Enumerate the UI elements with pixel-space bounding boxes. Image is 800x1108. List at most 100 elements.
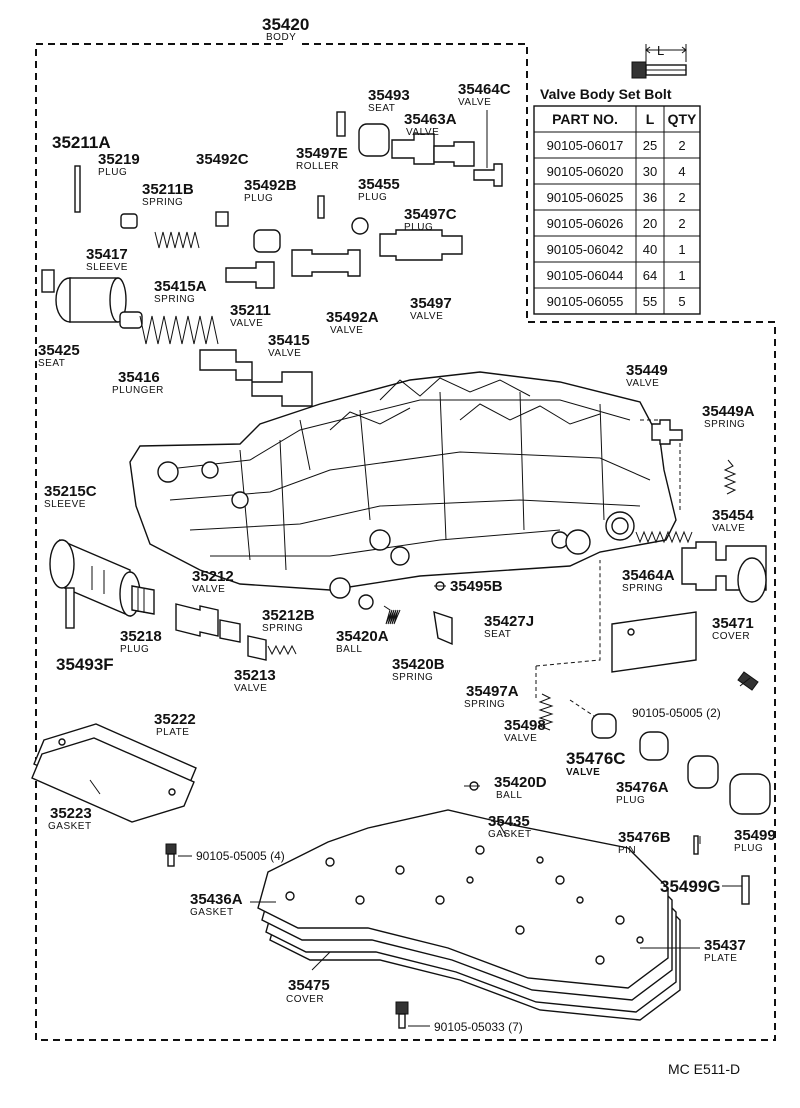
lower-parts-illustration [31,538,479,1029]
label-35476b: 35476B [618,829,671,846]
bolt-table-cell: 55 [643,294,657,309]
leader-lines [89,585,751,1027]
caption-35455: PLUG [358,192,387,203]
label-35493: 35493 [368,87,410,104]
valve-body-casting [129,371,677,599]
body-part-caption: BODY [266,32,296,43]
bolt-table-cell: 90105-06020 [547,164,624,179]
bolt-table-cell: 64 [643,268,657,283]
label-35476a: 35476A [616,779,669,796]
bolt-table-cell: 36 [643,190,657,205]
caption-35435: GASKET [488,829,532,840]
caption-35449a: SPRING [704,419,745,430]
label-35497e: 35497E [296,145,348,162]
bolt-table-cell: 1 [678,242,685,257]
label-35435: 35435 [488,813,530,830]
label-35219: 35219 [98,151,140,168]
bolt-table-cell: 4 [678,164,685,179]
label-35213: 35213 [234,667,276,684]
caption-35476a: PLUG [616,795,645,806]
body-part-number: 35420 [262,15,309,34]
caption-35463a: VALVE [406,127,439,138]
caption-35425: SEAT [38,358,65,369]
bolt-table-cell: 30 [643,164,657,179]
upper-parts-illustration [41,110,503,407]
label-35427j: 35427J [484,613,534,630]
bolt-dimension-label: L [657,43,664,58]
caption-35497: VALVE [410,311,443,322]
bolt-table-cell: 90105-06044 [547,268,624,283]
label-90105-05005-2: 90105-05005 (2) [632,706,721,720]
part-labels: 35493 SEAT 35464C VALVE 35463A VALVE 352… [38,81,776,1034]
caption-35420a: BALL [336,644,362,655]
label-35499g: 35499G [660,877,721,896]
caption-35464a: SPRING [622,583,663,594]
label-35464a: 35464A [622,567,675,584]
caption-35222: PLATE [156,727,189,738]
caption-35497e: ROLLER [296,161,339,172]
label-35449: 35449 [626,362,668,379]
caption-35493: SEAT [368,103,395,114]
label-35415a: 35415A [154,278,207,295]
caption-35499: PLUG [734,843,763,854]
caption-35464c: VALVE [458,97,491,108]
label-35499: 35499 [734,827,776,844]
bolt-table-cell: 90105-06055 [547,294,624,309]
bolt-table-header: L [646,111,655,127]
caption-35420b: SPRING [392,672,433,683]
label-90105-05033-7: 90105-05033 (7) [434,1020,523,1034]
bolt-table-cell: 1 [678,268,685,283]
label-35211a: 35211A [52,133,111,152]
label-35463a: 35463A [404,111,457,128]
caption-35497c: PLUG [404,222,433,233]
caption-35492a: VALVE [330,325,363,336]
bolt-table-cell: 90105-06017 [547,138,624,153]
label-35449a: 35449A [702,403,755,420]
bolt-table-cell: 2 [678,138,685,153]
caption-35223: GASKET [48,821,92,832]
bolt-table-cell: 90105-06026 [547,216,624,231]
label-35415: 35415 [268,332,310,349]
bolt-table-cell: 2 [678,190,685,205]
bolt-table-cell: 2 [678,216,685,231]
spring-35211b [154,231,200,249]
label-35218: 35218 [120,628,162,645]
label-35212b: 35212B [262,607,315,624]
caption-35211: VALVE [230,318,263,329]
caption-35218: PLUG [120,644,149,655]
caption-35476c: VALVE [566,767,600,778]
label-35492b: 35492B [244,177,297,194]
caption-35475: COVER [286,994,324,1005]
label-35455: 35455 [358,176,400,193]
caption-35497a: SPRING [464,699,505,710]
caption-35420d: BALL [496,790,522,801]
label-35497: 35497 [410,295,452,312]
label-35211: 35211 [230,302,271,319]
caption-35417: SLEEVE [86,262,128,273]
label-35492a: 35492A [326,309,379,326]
label-35212: 35212 [192,568,234,585]
bolt-table-header: QTY [668,111,697,127]
label-35475: 35475 [288,977,330,994]
label-35497a: 35497A [466,683,519,700]
caption-35415a: SPRING [154,294,195,305]
label-35211b: 35211B [142,181,194,198]
label-35215c: 35215C [44,483,97,500]
caption-35415: VALVE [268,348,301,359]
bolt-table-cell: 40 [643,242,657,257]
bolt-table-header: PART NO. [552,111,618,127]
caption-35471: COVER [712,631,750,642]
caption-35215c: SLEEVE [44,499,86,510]
label-35471: 35471 [712,615,754,632]
pin-35211a [74,165,81,213]
label-35437: 35437 [704,937,746,954]
label-35417: 35417 [86,246,128,263]
caption-35211b: SPRING [142,197,183,208]
bolt-table-cell: 20 [643,216,657,231]
footer-code: MC E511-D [668,1061,740,1077]
caption-35212b: SPRING [262,623,303,634]
caption-35416: PLUNGER [112,385,164,396]
caption-35492b: PLUG [244,193,273,204]
